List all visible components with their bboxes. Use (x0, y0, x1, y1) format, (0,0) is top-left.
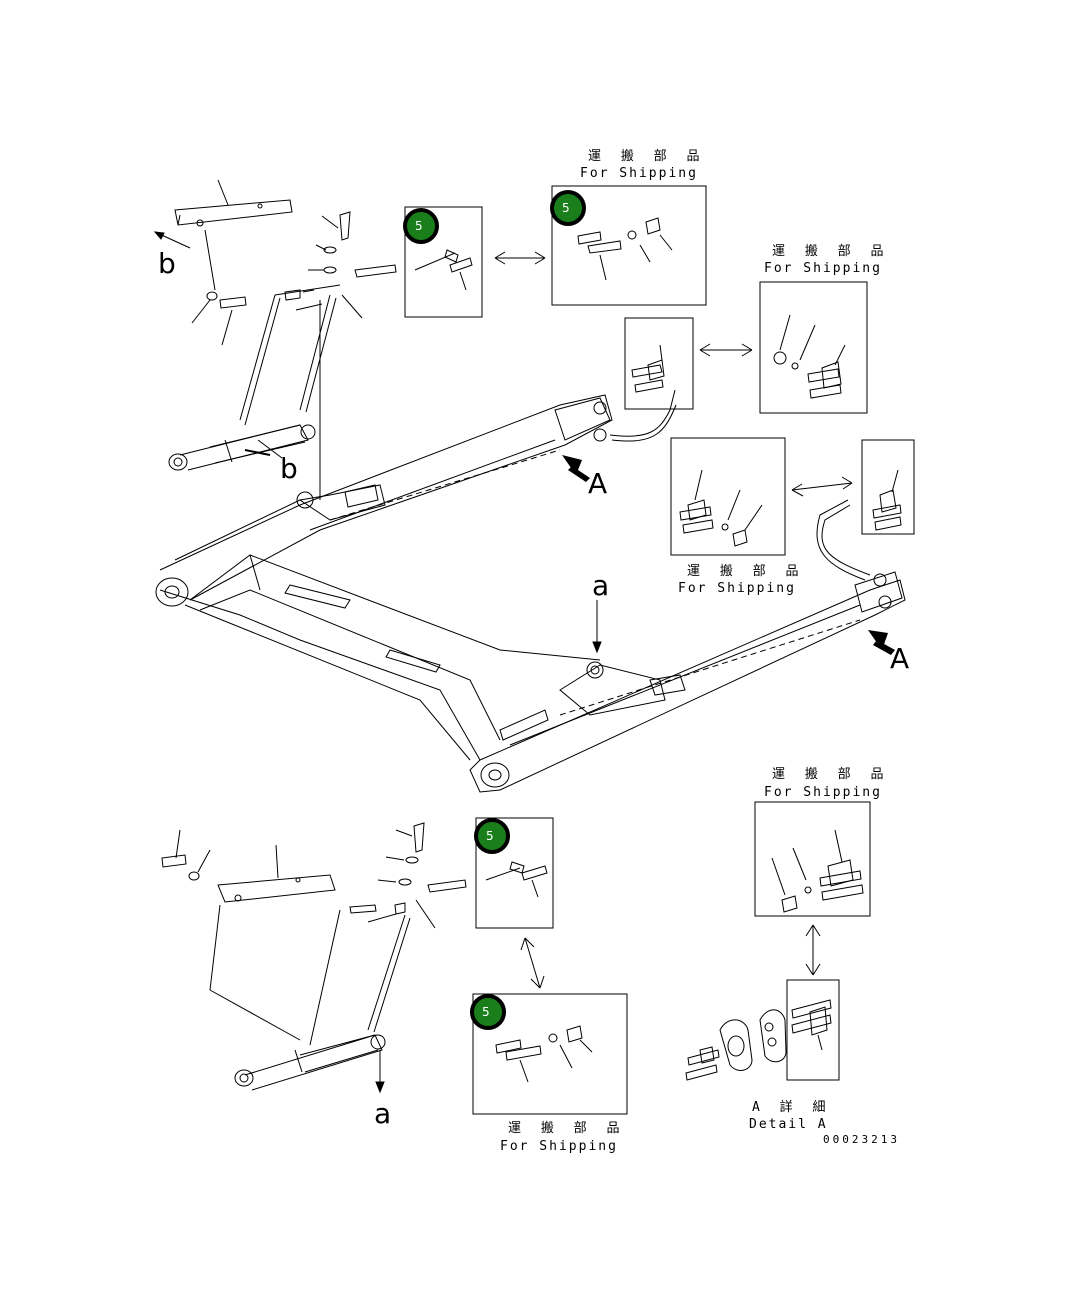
shipping-label-en-3: For Shipping (678, 581, 796, 596)
arrow-b-cylinder (244, 449, 271, 456)
shipping-label-jp-3: 運 搬 部 品 (687, 564, 805, 579)
main-frame (155, 394, 906, 793)
detail-label-jp: A 詳 細 (752, 1100, 832, 1115)
double-arrows (494, 251, 853, 989)
ref-letter-a-lower: a (374, 1097, 392, 1130)
lower-cylinder-assembly (161, 822, 467, 1094)
view-letter-a-upper: A (588, 467, 608, 500)
ref-letter-a-center: a (592, 569, 610, 602)
shipping-label-jp-1: 運 搬 部 品 (588, 149, 706, 164)
ref-letter-b-left: b (158, 247, 176, 280)
view-a-arrows (562, 455, 895, 655)
shipping-label-jp-4: 運 搬 部 品 (772, 767, 890, 782)
shipping-label-en-2: For Shipping (764, 261, 882, 276)
document-number: 00023213 (823, 1133, 900, 1146)
hoses (609, 389, 871, 581)
shipping-label-en-5: For Shipping (500, 1139, 618, 1154)
view-letter-a-lower: A (890, 642, 910, 675)
shipping-label-en-1: For Shipping (580, 166, 698, 181)
callout-5-shipping-upper: 5 (550, 190, 586, 226)
shipping-boxes (404, 185, 915, 1115)
shipping-label-en-4: For Shipping (764, 785, 882, 800)
callout-5-box-lower: 5 (474, 818, 510, 854)
callout-5-box-upper: 5 (403, 208, 439, 244)
ref-letter-b-cylinder: b (280, 452, 298, 485)
detail-label-en: Detail A (749, 1117, 828, 1132)
shipping-label-jp-2: 運 搬 部 品 (772, 244, 890, 259)
upper-cylinder-assembly (153, 179, 397, 500)
arrowhead-a-center (592, 641, 602, 654)
callout-5-shipping-lower: 5 (470, 994, 506, 1030)
shipping-label-jp-5: 運 搬 部 品 (508, 1121, 626, 1136)
